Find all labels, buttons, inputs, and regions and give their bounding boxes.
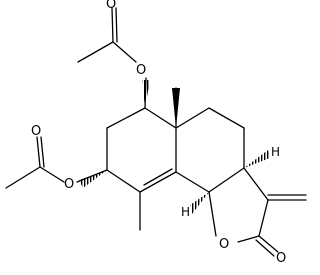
hydrogen-top-right-label: H bbox=[271, 145, 280, 159]
top-acetate-group bbox=[77, 7, 147, 109]
bond-c4-c5-lactone bbox=[258, 199, 269, 237]
bond-c5-c4 bbox=[175, 107, 210, 129]
bond-c4-c3 bbox=[208, 107, 245, 129]
bond-c9-c10-double bbox=[143, 168, 173, 186]
bond-c3a-c4-lactone bbox=[243, 167, 269, 201]
bond-methyl-carbonyl-left bbox=[5, 166, 41, 189]
stereo-wedge-bond-c5-methyl bbox=[172, 88, 180, 128]
bond-carbonyl-o-top bbox=[111, 7, 114, 43]
oxygen-acetate-left-label: O bbox=[64, 177, 74, 192]
stereo-hashed-bond-c3a-h bbox=[244, 150, 270, 168]
bond-c6-c5 bbox=[144, 107, 177, 129]
oxygen-acetate-top-label: O bbox=[136, 63, 146, 78]
ring-a bbox=[106, 107, 177, 193]
ring-b bbox=[175, 107, 245, 193]
bond-c9-c10 bbox=[139, 171, 177, 193]
bond-o-ring-c9b bbox=[208, 191, 217, 237]
stereo-hashed-bond-c9b-h bbox=[190, 192, 209, 214]
stereo-hashed-bond-c6-o bbox=[142, 80, 150, 108]
oxygen-ring-label: O bbox=[219, 237, 229, 252]
bond-lactone-carbonyl-double bbox=[255, 239, 275, 257]
bond-c8-c9 bbox=[106, 169, 141, 193]
bond-c3a-c9b bbox=[208, 167, 245, 193]
lactone-ring bbox=[208, 167, 307, 257]
bond-carbonyl-ester-o-left bbox=[39, 166, 65, 183]
oxygen-carbonyl-left-label: O bbox=[31, 124, 41, 139]
bond-carbonyl-ester-o-top bbox=[112, 41, 137, 63]
hydrogen-bottom-left-label: H bbox=[181, 205, 190, 219]
oxygen-lactone-carbonyl-label: O bbox=[276, 251, 286, 266]
bond-c9b-c10 bbox=[175, 171, 210, 193]
bond-methyl-carbonyl-top bbox=[77, 41, 114, 63]
oxygen-carbonyl-top-label: O bbox=[106, 0, 116, 12]
stereo-hashed-bond-c8-o bbox=[79, 170, 107, 188]
bond-carbonyl-o-left-double bbox=[40, 136, 45, 168]
bond-c5-o-ring bbox=[237, 235, 260, 243]
bond-lactone-carbonyl bbox=[258, 235, 279, 253]
bond-carbonyl-o-left bbox=[36, 136, 41, 168]
bond-carbonyl-o-top-double bbox=[115, 7, 118, 43]
bond-c6-c7 bbox=[106, 107, 146, 129]
